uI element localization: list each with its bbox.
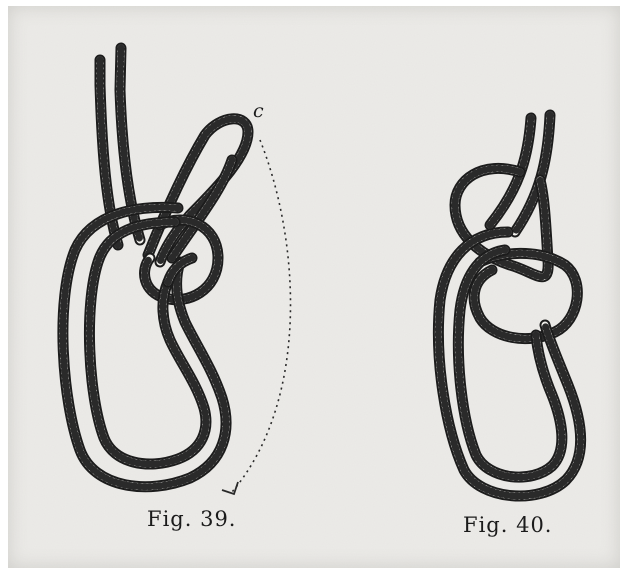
figure-39-caption: Fig. 39. (147, 507, 236, 531)
figure-39-label-c: c (253, 100, 264, 122)
figure-40-caption: Fig. 40. (463, 513, 552, 537)
